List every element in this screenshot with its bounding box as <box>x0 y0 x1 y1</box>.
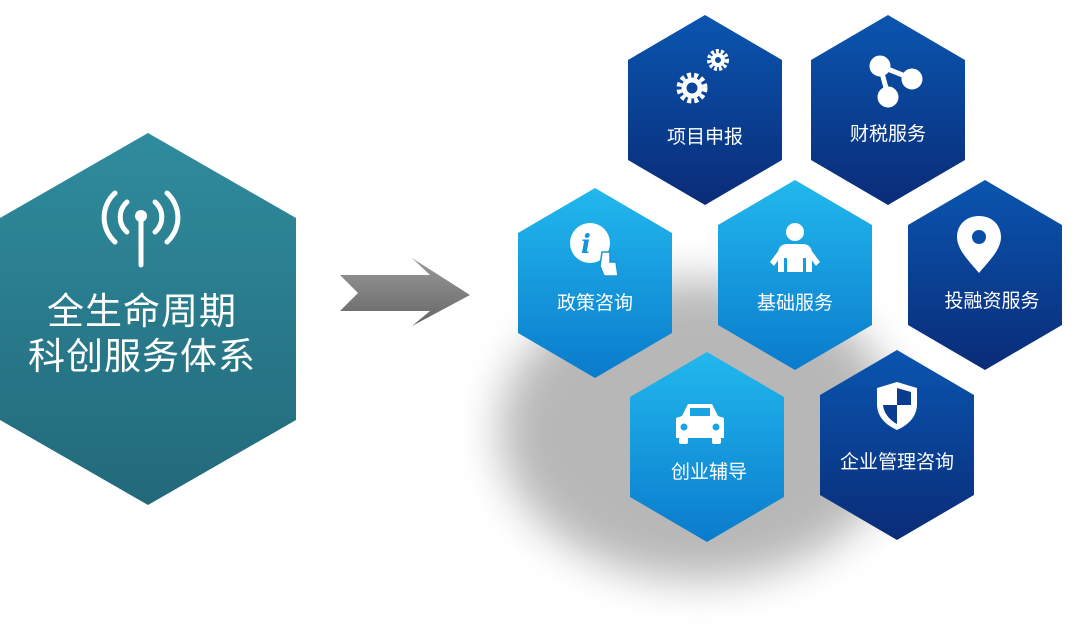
share-nodes-icon <box>869 55 923 108</box>
gears-icon <box>676 49 729 104</box>
service-hex-startup-guidance[interactable]: 创业辅导 <box>630 352 784 542</box>
service-label: 企业管理咨询 <box>840 451 954 473</box>
info-hand-icon: i <box>570 223 619 277</box>
main-hex-group: 全生命周期 科创服务体系 <box>0 133 296 505</box>
service-hex-project-declaration[interactable]: 项目申报 <box>628 15 782 205</box>
service-hex-basic-services[interactable]: 基础服务 <box>718 180 872 370</box>
service-label: 项目申报 <box>667 126 743 148</box>
shield-icon <box>877 382 917 430</box>
service-label: 财税服务 <box>850 123 926 145</box>
service-hex-finance-tax[interactable]: 财税服务 <box>811 15 965 205</box>
car-icon <box>676 404 724 444</box>
antenna-signal-icon <box>101 190 181 268</box>
main-title-line2: 科创服务体系 <box>28 335 256 378</box>
arrow-right-icon <box>340 258 470 326</box>
service-hex-policy-consulting[interactable]: i 政策咨询 <box>518 188 672 378</box>
service-hex-investment-financing[interactable]: 投融资服务 <box>908 180 1062 370</box>
service-hex-enterprise-management[interactable]: 企业管理咨询 <box>820 350 974 540</box>
service-label: 投融资服务 <box>944 290 1039 312</box>
main-title-line1: 全生命周期 <box>47 290 237 333</box>
service-label: 基础服务 <box>757 292 833 314</box>
main-hexagon <box>0 133 296 505</box>
svg-text:i: i <box>581 230 591 260</box>
service-label: 政策咨询 <box>557 292 633 314</box>
service-label: 创业辅导 <box>671 461 747 483</box>
location-pin-icon <box>957 216 1001 273</box>
person-icon <box>770 223 820 272</box>
